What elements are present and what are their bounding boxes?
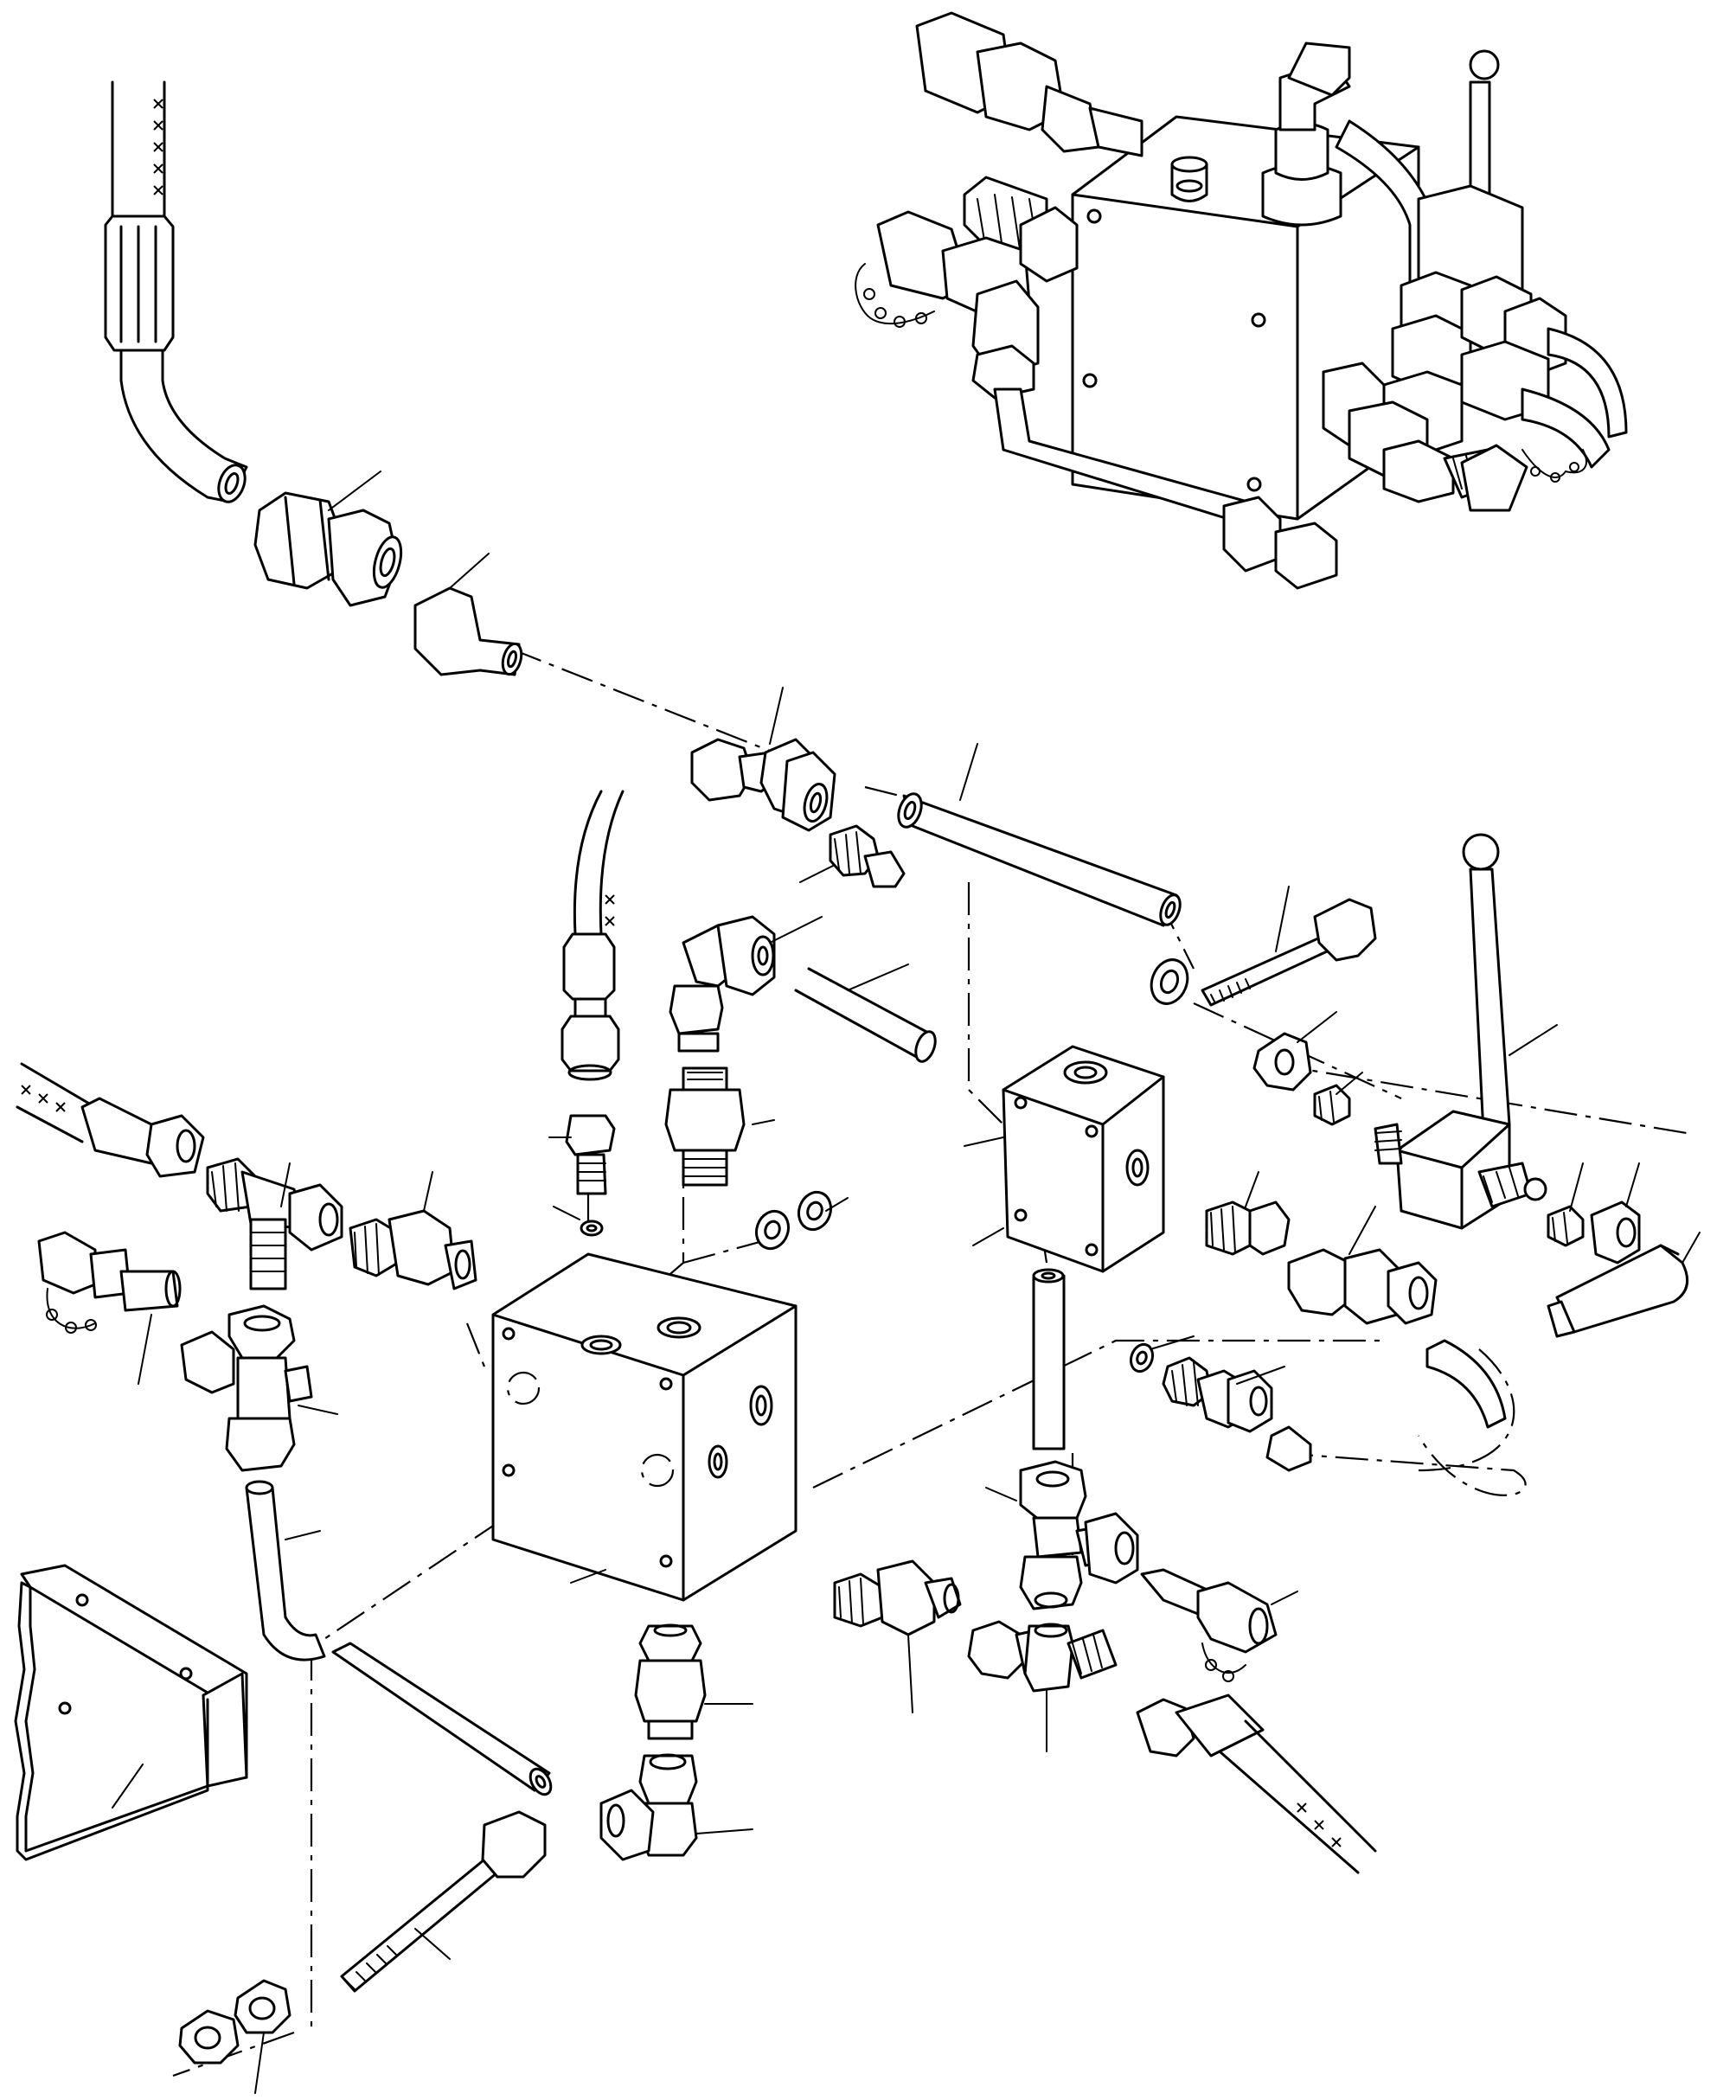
cross-fitting bbox=[180, 1304, 338, 1472]
bent-tube bbox=[245, 1480, 326, 1661]
bolt-lower bbox=[340, 1810, 547, 1993]
small-valve-block bbox=[964, 1045, 1165, 1273]
upper-hose bbox=[104, 80, 248, 503]
check-valve-left bbox=[37, 1231, 182, 1385]
main-valve-block bbox=[491, 1252, 798, 1602]
vertical-hose bbox=[561, 790, 625, 1081]
lower-tube bbox=[331, 1642, 553, 1796]
lower-right-hose bbox=[1136, 1693, 1377, 1874]
washer-upper bbox=[1150, 958, 1189, 1005]
straight-connector-left bbox=[349, 1171, 477, 1290]
bolt-upper bbox=[1201, 886, 1377, 1007]
tee-fitting-left bbox=[206, 1157, 343, 1290]
left-hose bbox=[16, 1062, 205, 1178]
valve-assembly-inset bbox=[855, 11, 1628, 590]
curved-tube-right bbox=[1547, 1232, 1701, 1338]
nuts-lower bbox=[178, 1979, 291, 2094]
lever-handle bbox=[1462, 833, 1558, 1135]
right-nuts bbox=[1252, 1011, 1641, 1264]
union-nipple bbox=[799, 824, 906, 888]
seal-rings bbox=[754, 1190, 849, 1251]
curved-tube-middle bbox=[1425, 1339, 1507, 1429]
elbow-union bbox=[669, 915, 937, 1063]
relief-valve bbox=[664, 1066, 775, 1187]
hose-end-fitting bbox=[548, 1114, 616, 1237]
check-valve-lower bbox=[634, 1623, 753, 1740]
upper-connector-nut bbox=[253, 471, 403, 607]
vertical-tube bbox=[1032, 1268, 1066, 1450]
connector-lower-right bbox=[1129, 1335, 1312, 1472]
lower-middle-connector bbox=[833, 1559, 962, 1713]
tee-fitting-right bbox=[985, 1460, 1139, 1610]
connecting-tube-upper bbox=[897, 743, 1182, 927]
union-coupling bbox=[690, 687, 836, 832]
lever-body bbox=[1374, 1110, 1547, 1230]
connector-right bbox=[1205, 1171, 1438, 1325]
check-valve-right bbox=[1140, 1568, 1298, 1682]
tee-fitting-lower bbox=[967, 1620, 1118, 1752]
upper-sleeve bbox=[413, 553, 523, 676]
elbow-lower bbox=[599, 1753, 753, 1861]
mounting-bracket bbox=[14, 1564, 248, 1861]
